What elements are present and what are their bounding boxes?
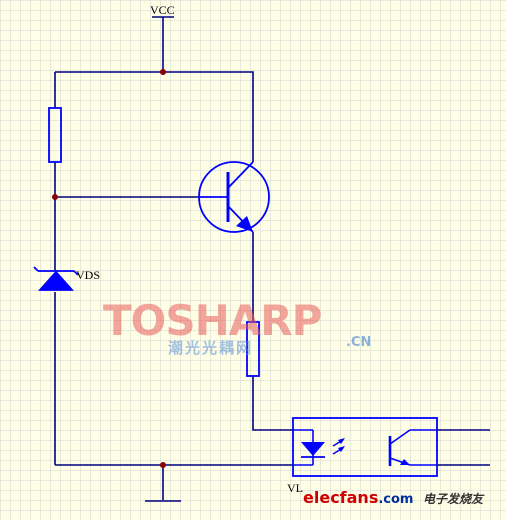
vds-label: VDS [76,268,101,282]
npn-transistor [198,161,270,233]
footer-site: elecfans [303,488,379,507]
vl-label: VL [287,481,303,495]
footer-dotcom: .com [378,492,414,507]
footer-tagline: 电子发烧友 [423,492,484,506]
watermark-chinese: 潮光光耦网 [168,339,254,357]
junction-dot [160,69,166,75]
top-rail-wire [55,71,254,162]
resistor-r2 [246,321,260,377]
load-wire [252,376,293,431]
optocoupler [292,417,438,477]
footer-brand: elecfans.com 电子发烧友 [303,488,484,507]
watermark-logo: TOSHARP [103,296,322,345]
resistor-r1 [48,107,62,163]
watermark-domain: .CN [346,335,372,350]
zener-diode [33,266,79,291]
junction-dot [52,194,58,200]
junction-dot [160,462,166,468]
vcc-label: VCC [150,3,175,17]
